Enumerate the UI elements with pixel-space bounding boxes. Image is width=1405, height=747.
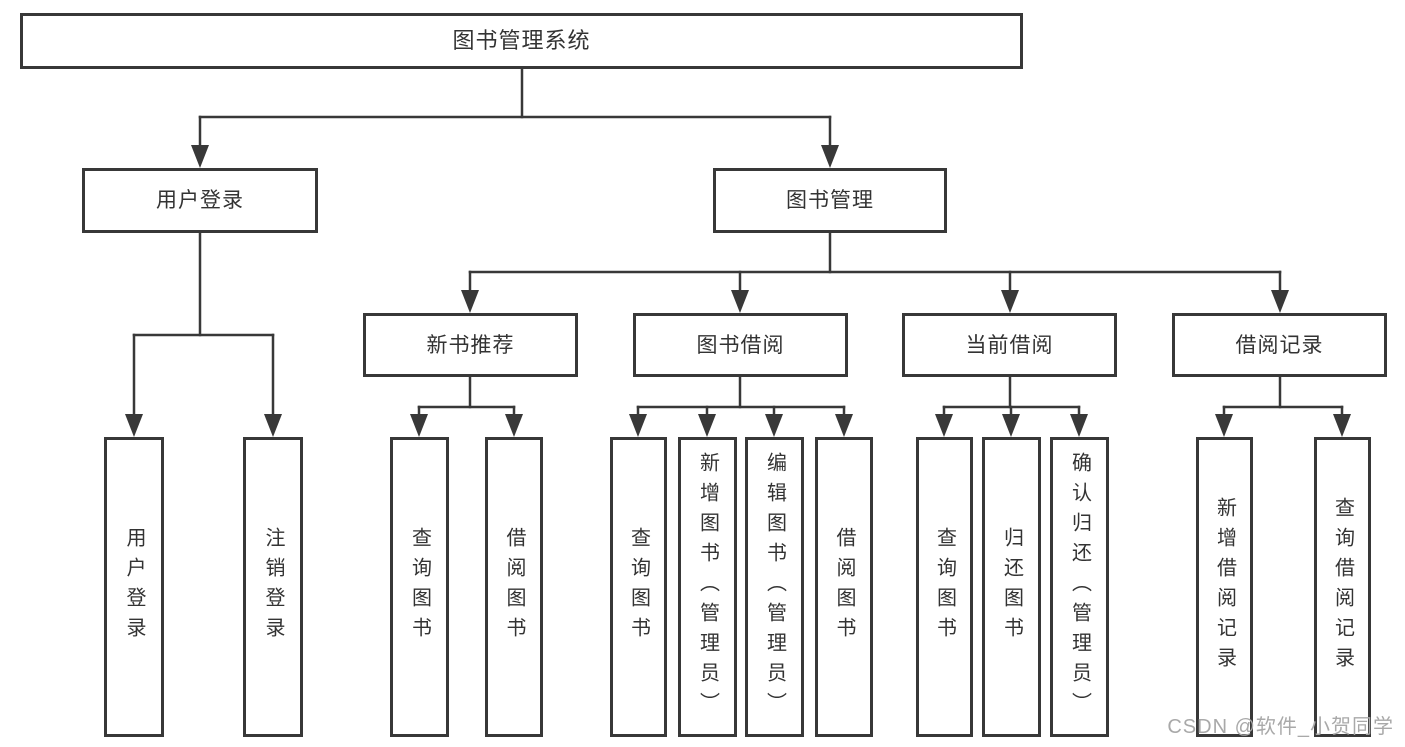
node-book-borrow: 图书借阅 [633,313,848,377]
leaf-return-books: 归还图书 [982,437,1041,737]
node-borrow-records: 借阅记录 [1172,313,1387,377]
leaf-confirm-return-admin: 确认归还（管理员） [1050,437,1109,737]
leaf-logout: 注销登录 [243,437,303,737]
leaf-edit-books-admin: 编辑图书（管理员） [745,437,804,737]
leaf-query-books-borrow: 查询图书 [610,437,667,737]
node-new-book-recommend: 新书推荐 [363,313,578,377]
leaf-borrow-books-recommend: 借阅图书 [485,437,543,737]
leaf-borrow-books: 借阅图书 [815,437,873,737]
leaf-add-borrow-record: 新增借阅记录 [1196,437,1253,737]
node-book-management-system: 图书管理系统 [20,13,1023,69]
node-user-login: 用户登录 [82,168,318,233]
csdn-watermark: CSDN @软件_小贺同学 [1167,716,1394,738]
leaf-query-borrow-record: 查询借阅记录 [1314,437,1371,737]
leaf-query-books-current: 查询图书 [916,437,973,737]
leaf-query-books-recommend: 查询图书 [390,437,449,737]
leaf-add-books-admin: 新增图书（管理员） [678,437,737,737]
leaf-user-login: 用户登录 [104,437,164,737]
node-current-borrow: 当前借阅 [902,313,1117,377]
node-book-management: 图书管理 [713,168,947,233]
